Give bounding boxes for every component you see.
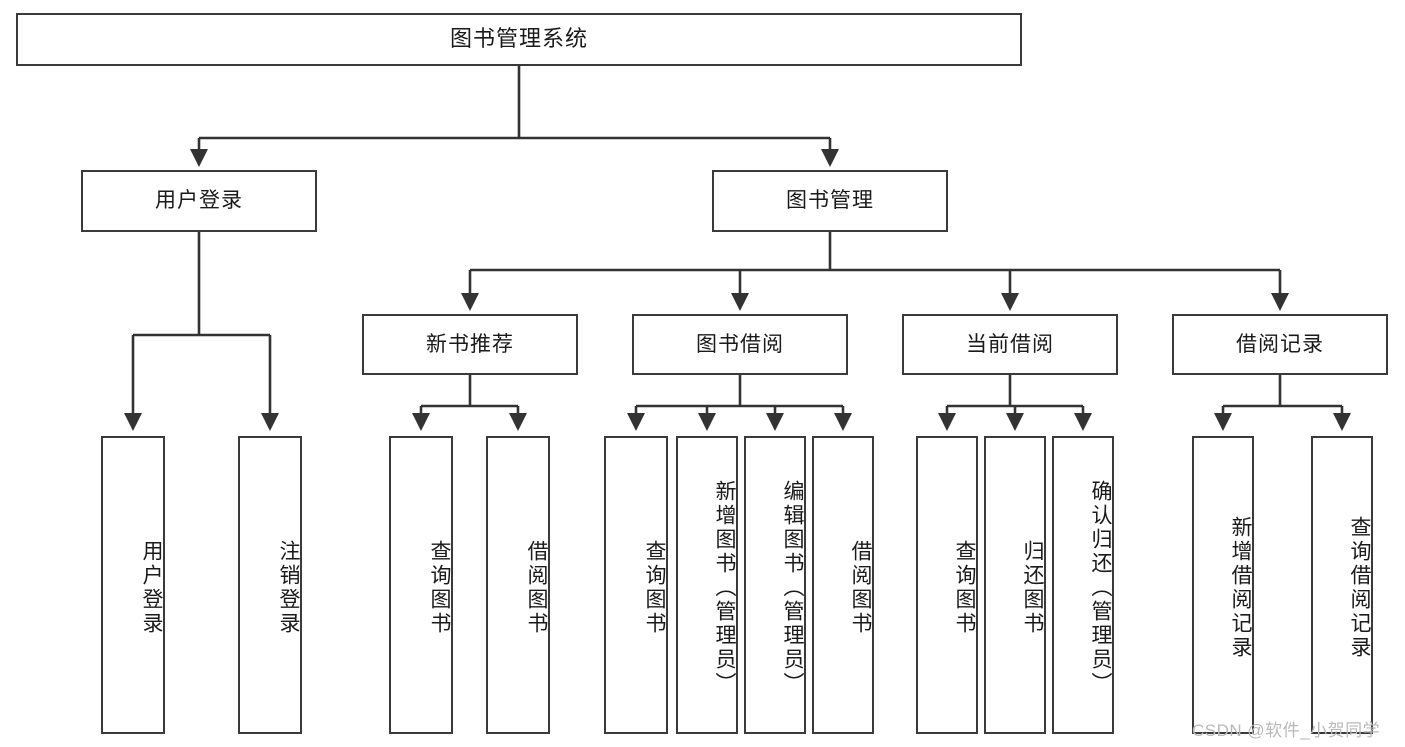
- node-leaf-logout[interactable]: 注销登录: [238, 436, 302, 734]
- node-label: 用户登录: [140, 540, 163, 636]
- node-user-login[interactable]: 用户登录: [81, 170, 317, 232]
- node-label: 图书管理系统: [449, 26, 588, 52]
- node-label: 查询图书: [428, 540, 451, 636]
- node-leaf-add-borrow-record[interactable]: 新增借阅记录: [1192, 436, 1254, 734]
- node-label: 当前借阅: [966, 332, 1054, 356]
- node-label: 借阅图书: [849, 540, 872, 636]
- node-leaf-borrow-book-new[interactable]: 借阅图书: [486, 436, 550, 734]
- node-leaf-add-book-admin[interactable]: 新增图书（管理员）: [676, 436, 738, 734]
- node-label: 注销登录: [277, 540, 300, 636]
- node-borrowing-records[interactable]: 借阅记录: [1172, 314, 1388, 375]
- node-label: 借阅图书: [525, 540, 548, 636]
- node-label: 新书推荐: [426, 332, 514, 356]
- node-leaf-query-book-current[interactable]: 查询图书: [916, 436, 978, 734]
- node-root-book-management-system[interactable]: 图书管理系统: [16, 13, 1022, 66]
- node-leaf-query-borrow-record[interactable]: 查询借阅记录: [1311, 436, 1373, 734]
- node-label: 归还图书: [1021, 540, 1044, 636]
- node-current-borrowing[interactable]: 当前借阅: [902, 314, 1118, 375]
- node-leaf-confirm-return-admin[interactable]: 确认归还（管理员）: [1052, 436, 1114, 734]
- node-label: 查询图书: [643, 540, 666, 636]
- node-label: 用户登录: [155, 189, 243, 213]
- node-label: 新增借阅记录: [1229, 516, 1252, 660]
- node-label: 查询借阅记录: [1348, 516, 1371, 660]
- node-leaf-borrow-book[interactable]: 借阅图书: [812, 436, 874, 734]
- node-leaf-query-book-new[interactable]: 查询图书: [389, 436, 453, 734]
- node-label: 借阅记录: [1236, 332, 1324, 356]
- csdn-watermark: CSDN @软件_小贺同学: [1192, 721, 1381, 740]
- node-label: 确认归还（管理员）: [1089, 480, 1112, 696]
- node-leaf-return-book[interactable]: 归还图书: [984, 436, 1046, 734]
- node-leaf-query-book-borrow[interactable]: 查询图书: [604, 436, 668, 734]
- node-new-book-recommendation[interactable]: 新书推荐: [362, 314, 578, 375]
- node-book-management[interactable]: 图书管理: [712, 170, 948, 232]
- node-label: 查询图书: [953, 540, 976, 636]
- node-leaf-edit-book-admin[interactable]: 编辑图书（管理员）: [744, 436, 806, 734]
- node-label: 图书借阅: [696, 332, 784, 356]
- node-label: 编辑图书（管理员）: [781, 480, 804, 696]
- node-leaf-user-login[interactable]: 用户登录: [101, 436, 165, 734]
- node-label: 图书管理: [786, 189, 874, 213]
- node-label: 新增图书（管理员）: [713, 480, 736, 696]
- node-book-borrowing[interactable]: 图书借阅: [632, 314, 848, 375]
